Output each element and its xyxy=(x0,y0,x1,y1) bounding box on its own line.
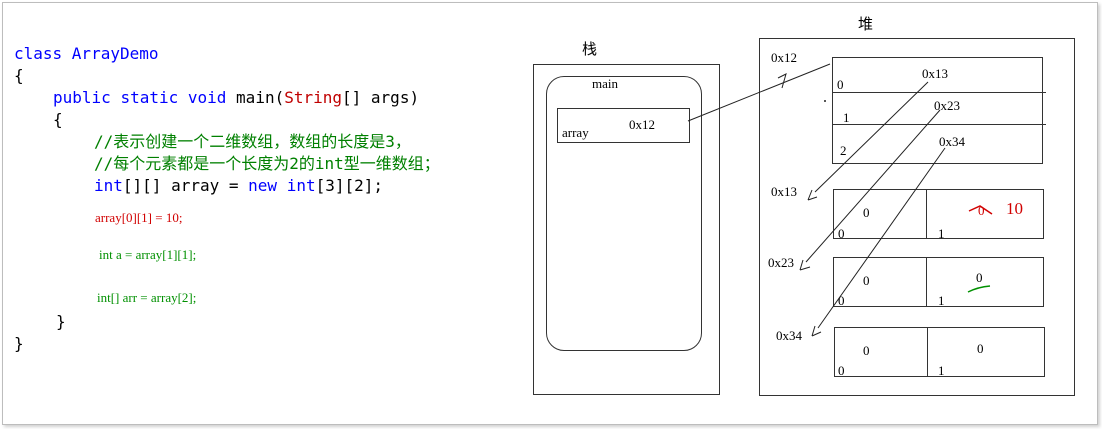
inner-array-1-index-1: 1 xyxy=(938,293,945,308)
inner-array-2-address: 0x34 xyxy=(776,328,802,343)
inner-array-0-old-value: 0 xyxy=(978,203,985,218)
outer-array-address: 0x12 xyxy=(771,50,797,65)
outer-array-box xyxy=(832,57,1043,164)
inner-array-0-divider xyxy=(926,189,927,239)
inner-array-0-address: 0x13 xyxy=(771,184,797,199)
inner-array-2-divider xyxy=(927,327,928,377)
main-stack-frame xyxy=(546,76,702,351)
code-comment-1: //表示创建一个二维数组，数组的长度是3， xyxy=(94,132,411,151)
pointer-0x34 xyxy=(811,147,946,337)
outer-value-2: 0x34 xyxy=(939,134,965,149)
code-inner-open-brace: { xyxy=(53,110,63,129)
heap-title: 堆 xyxy=(858,17,874,33)
inner-array-1-address: 0x23 xyxy=(768,255,794,270)
outer-index-0: 0 xyxy=(837,77,844,92)
inner-array-1-divider xyxy=(926,257,927,307)
array-variable-box xyxy=(557,108,690,143)
stray-dot xyxy=(824,100,826,102)
inner-array-2-index-0: 0 xyxy=(838,363,845,378)
inner-array-2-index-1: 1 xyxy=(938,363,945,378)
heap-area xyxy=(759,38,1075,396)
outer-index-1: 1 xyxy=(843,110,850,125)
code-stmt-assign: array[0][1] = 10; xyxy=(95,210,183,225)
main-frame-label: main xyxy=(592,76,618,91)
stack-area xyxy=(533,64,720,395)
code-array-declaration: int[][] array = new int[3][2]; xyxy=(94,176,384,195)
inner-array-2-value-0: 0 xyxy=(863,343,870,358)
inner-array-1-value-1: 0 xyxy=(976,270,983,285)
inner-array-2-box xyxy=(834,327,1045,377)
inner-array-1-index-0: 0 xyxy=(838,293,845,308)
array-variable-value: 0x12 xyxy=(629,117,655,132)
code-main-signature: public static void main(String[] args) xyxy=(53,88,420,107)
code-close-brace: } xyxy=(14,334,24,353)
pointer-0x13 xyxy=(807,81,929,201)
code-class-line: class ArrayDemo xyxy=(14,44,159,63)
inner-array-2-value-1: 0 xyxy=(977,341,984,356)
outer-array-divider-1 xyxy=(832,92,1046,93)
inner-array-0-index-0: 0 xyxy=(838,226,845,241)
outer-value-0: 0x13 xyxy=(922,66,948,81)
stack-title: 栈 xyxy=(582,42,598,58)
pointer-array-to-0x12 xyxy=(687,63,831,122)
inner-array-1-value-0: 0 xyxy=(863,273,870,288)
outer-array-divider-2 xyxy=(832,124,1046,125)
inner-array-0-index-1: 1 xyxy=(938,226,945,241)
array-variable-name: array xyxy=(562,125,589,140)
pointer-0x23 xyxy=(799,109,941,271)
code-comment-2: //每个元素都是一个长度为2的int型一维数组； xyxy=(94,154,440,173)
code-stmt-arr: int[] arr = array[2]; xyxy=(97,290,197,305)
code-stmt-read: int a = array[1][1]; xyxy=(99,247,197,262)
code-open-brace: { xyxy=(14,66,24,85)
inner-array-0-value-0: 0 xyxy=(863,205,870,220)
outer-value-1: 0x23 xyxy=(934,98,960,113)
inner-array-1-box xyxy=(833,257,1044,307)
outer-index-2: 2 xyxy=(840,143,847,158)
handwritten-strike-mark xyxy=(968,205,993,215)
inner-array-0-box xyxy=(833,189,1044,239)
inner-array-0-value-1: 10 xyxy=(1006,199,1023,218)
code-inner-close-brace: } xyxy=(56,312,66,331)
handwritten-underline-mark xyxy=(967,285,991,293)
